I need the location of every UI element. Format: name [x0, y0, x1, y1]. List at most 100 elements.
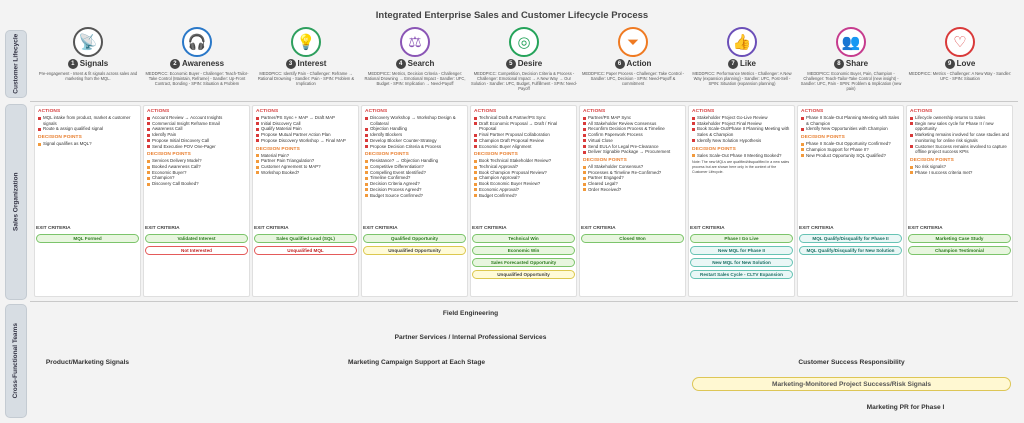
action-item: Marketing remains involved for case stud… [910, 132, 1009, 143]
decision-points-heading: DECISION POINTS [256, 146, 300, 152]
decision-item: Booked Awareness Call? [147, 164, 246, 170]
decision-points-heading: DECISION POINTS [692, 146, 736, 152]
exit-criterion-pill: MQL Qualify/Disqualify for New Solution [799, 246, 902, 255]
action-item: Qualify Material Pain [256, 126, 355, 132]
exit-criterion-pill: Unqualified Opportunity [472, 270, 575, 279]
exit-criterion-pill: Unqualified Opportunity [363, 246, 466, 255]
exit-criterion-pill: Marketing Case Study [908, 234, 1011, 243]
decision-points-heading: DECISION POINTS [365, 152, 409, 158]
exit-criterion-pill: Sales Qualified Lead (SQL) [254, 234, 357, 243]
action-item: Reconfirm Decision Process & Timeline [583, 126, 682, 132]
exit-criteria-heading: EXIT CRITERIA [254, 226, 289, 231]
stage-label: Action [626, 59, 652, 69]
decision-item: Champion Approval? [474, 175, 573, 181]
exit-criterion-pill: Unqualified MQL [254, 246, 357, 255]
exit-criteria-heading: EXIT CRITERIA [581, 226, 616, 231]
decision-points-heading: DECISION POINTS [801, 135, 845, 141]
action-item: Draft Economic Proposal → Draft / Final … [474, 121, 573, 132]
action-item: Initial Discovery Call [256, 121, 355, 127]
stage-number: 2 [169, 59, 180, 69]
actions-heading: ACTIONS [801, 109, 824, 114]
exit-criteria-heading: EXIT CRITERIA [690, 226, 725, 231]
stage-number: 9 [944, 59, 955, 69]
stage-number: 1 [67, 59, 78, 69]
decision-item: New Product Opportunity SQL Qualified? [801, 153, 900, 159]
stage-label: Like [739, 59, 756, 69]
stage-description: Pre-engagement - Intent & fit signals ac… [38, 71, 138, 82]
decision-points-heading: DECISION POINTS [583, 158, 627, 164]
stage-number: 8 [833, 59, 844, 69]
decision-item: Processes & Timeline Re-Confirmed? [583, 170, 682, 176]
exit-criteria-heading: EXIT CRITERIA [363, 226, 398, 231]
action-item: All Stakeholder Review Consensus [583, 121, 682, 127]
bar-marketing-monitored-signals: Marketing-Monitored Project Success/Risk… [692, 377, 1011, 391]
exit-criterion-pill: MQL Qualify/Disqualify for Phase II [799, 234, 902, 243]
decision-item: Decision Process Agreed? [365, 187, 464, 193]
action-item: Technical Draft & Partner/PS Sync [474, 115, 573, 121]
band-sales-organization: Sales Organization [5, 104, 27, 300]
action-item: Send EULA for Legal Pre-Clearance [583, 144, 682, 150]
action-item: Identify New Opportunities with Champion [801, 126, 900, 132]
action-item: Identify New Solution Hypothesis [692, 138, 791, 144]
action-item: Partner/PS MAP Sync [583, 115, 682, 121]
stage-number: 6 [614, 59, 625, 69]
lightbulb-icon: 💡 [291, 27, 321, 57]
decision-item: Workshop Booked? [256, 170, 355, 176]
stage-description: MEDDPICC: Competition, Decision Criteria… [470, 71, 578, 92]
exit-criterion-pill: New MQL for New Solution [690, 258, 793, 267]
stage-number: 5 [505, 59, 516, 69]
action-item: MQL intake from product, market & custom… [38, 115, 137, 126]
exit-criterion-pill: Restart Sales Cycle - CLTV Expansion [690, 270, 793, 279]
decision-item: Book Champion Proposal Review? [474, 170, 573, 176]
decision-item: Discovery Call Booked? [147, 181, 246, 187]
decision-item: Budget Source Confirmed? [365, 193, 464, 199]
band-customer-lifecycle: Customer Lifecycle [5, 30, 27, 98]
decision-item: Sales Scale-Out Phase II Meeting Booked? [692, 153, 791, 159]
decision-item: No risk signals? [910, 164, 1009, 170]
stage-number: 7 [727, 59, 738, 69]
action-item: Identify Blockers [365, 132, 464, 138]
stage-description: MEDDPICC: Economic Buyer, Pain, Champion… [800, 71, 902, 92]
actions-heading: ACTIONS [910, 109, 933, 114]
decision-item: Resistance? → Objection Handling [365, 158, 464, 164]
bar-customer-success: Customer Success Responsibility [798, 358, 905, 366]
decision-item: Compelling Event Identified? [365, 170, 464, 176]
action-item: Economic Buyer Alignment [474, 144, 573, 150]
action-item: Propose Mutual Partner Action Plan [256, 132, 355, 138]
action-item: Phase II Scale-Out Planning Meeting with… [801, 115, 900, 126]
people-share-icon: 👥 [836, 27, 866, 57]
decision-points-heading: DECISION POINTS [910, 158, 954, 164]
exit-criteria-heading: EXIT CRITERIA [908, 226, 943, 231]
stage-number: 4 [395, 59, 406, 69]
action-item: Partner/PS Sync + MAP → Draft MAP [256, 115, 355, 121]
exit-criterion-pill: Closed Won [581, 234, 684, 243]
action-item: Objection Handling [365, 126, 464, 132]
exit-criteria-heading: EXIT CRITERIA [145, 226, 180, 231]
bar-marketing-campaign-support: Marketing Campaign Support at Each Stage [347, 358, 486, 366]
stage-number: 3 [285, 59, 296, 69]
target-icon: ◎ [509, 27, 539, 57]
stage-description: MEDDPICC: Performance Metrics - Challeng… [692, 71, 792, 87]
action-item: Lifecycle ownership returns to Sales [910, 115, 1009, 121]
action-item: Virtual Close [583, 138, 682, 144]
bar-field-engineering: Field Engineering [442, 309, 499, 317]
action-item: Begin new sales cycle for Phase II / new… [910, 121, 1009, 132]
signal-tower-icon: 📡 [73, 27, 103, 57]
stage-label: Desire [517, 59, 543, 69]
decision-item: Customer Agreement to MAP? [256, 164, 355, 170]
stage-description: MEDDPICC: Economic Buyer - Challenger: T… [145, 71, 249, 87]
